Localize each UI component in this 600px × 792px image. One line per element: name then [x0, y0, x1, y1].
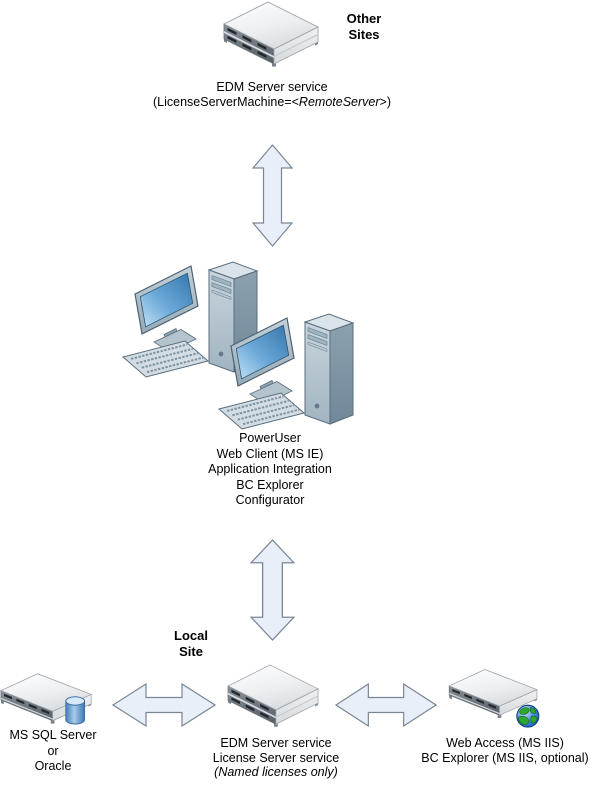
double-arrow-clients-edm [250, 539, 295, 641]
double-arrow-edm-web [335, 683, 437, 727]
other-sites-label: Other Sites [334, 11, 394, 42]
database-server-caption-line3: Oracle [34, 759, 72, 773]
web-server-caption: Web Access (MS IIS) BC Explorer (MS IIS,… [395, 736, 600, 765]
clients-caption-line1: PowerUser [239, 431, 301, 445]
local-site-label: Local Site [156, 628, 226, 660]
edm-server-caption-line2: License Server service [212, 750, 340, 765]
clients-caption-line5: Configurator [235, 493, 305, 507]
local-site-label-line1: Local [174, 628, 208, 643]
clients-caption: PowerUser Web Client (MS IE) Application… [120, 431, 420, 509]
database-rack-server-icon [0, 673, 92, 725]
other-sites-label-line1: Other [346, 11, 382, 26]
edm-server-caption-line1: EDM Server service [220, 736, 332, 750]
database-server-caption: MS SQL Server or Oracle [1, 728, 105, 775]
remote-rack-server-icon [223, 1, 319, 67]
clients-caption-line4: BC Explorer [236, 477, 304, 492]
edm-rack-server-icon [227, 664, 319, 728]
remote-server-caption-line1: EDM Server service [216, 80, 328, 94]
clients-caption-line2: Web Client (MS IE) [216, 446, 324, 461]
globe-icon [516, 704, 540, 728]
database-server-caption-line2: or [47, 743, 59, 758]
database-server-caption-line1: MS SQL Server [9, 728, 97, 742]
local-site-label-line2: Site [179, 644, 203, 659]
remote-server-caption: EDM Server service (LicenseServerMachine… [72, 80, 472, 110]
double-arrow-database-edm [112, 683, 216, 727]
database-icon [65, 696, 86, 725]
web-server-caption-line2: BC Explorer (MS IIS, optional) [421, 750, 589, 765]
workstations-icon [122, 261, 354, 430]
web-server-caption-line1: Web Access (MS IIS) [446, 736, 564, 750]
other-sites-label-line2: Sites [348, 26, 380, 42]
clients-caption-line3: Application Integration [208, 462, 332, 476]
edm-server-caption-line3: (Named licenses only) [214, 765, 338, 779]
web-rack-server-icon [448, 669, 540, 728]
double-arrow-remote-clients [252, 144, 293, 247]
remote-server-caption-line2: (LicenseServerMachine=<RemoteServer>) [153, 95, 391, 109]
edm-server-caption: EDM Server service License Server servic… [176, 736, 376, 780]
